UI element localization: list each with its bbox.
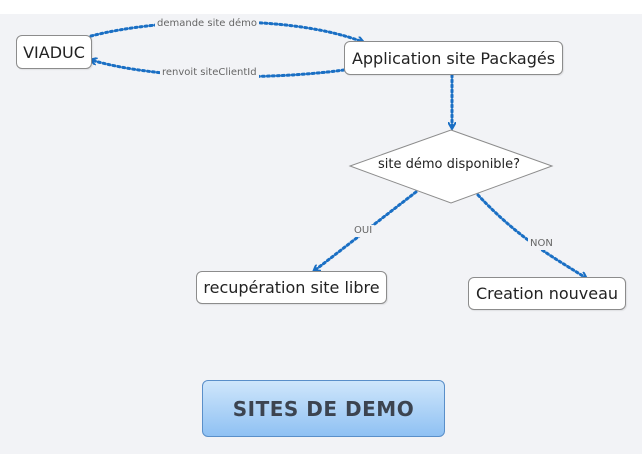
node-application[interactable]: Application site Packagés — [344, 41, 563, 75]
node-recuperation-label: recupération site libre — [203, 278, 380, 297]
node-viaduc[interactable]: VIADUC — [16, 35, 92, 69]
node-recuperation[interactable]: recupération site libre — [196, 271, 387, 304]
central-topic-label: SITES DE DEMO — [232, 396, 415, 421]
node-creation[interactable]: Creation nouveau — [468, 277, 626, 310]
node-application-label: Application site Packagés — [351, 48, 556, 68]
decision-label: site démo disponible? — [378, 157, 521, 172]
node-creation-label: Creation nouveau — [475, 284, 619, 303]
edge-label-no: NON — [528, 238, 555, 250]
edge-label-response: renvoit siteClientId — [160, 67, 259, 79]
edge-label-yes: OUI — [352, 225, 375, 237]
top-band — [0, 0, 642, 14]
decision-diamond — [348, 129, 554, 204]
central-topic[interactable]: SITES DE DEMO — [202, 380, 445, 437]
edge-label-request: demande site démo — [155, 18, 259, 30]
edge-no — [476, 193, 586, 278]
node-viaduc-label: VIADUC — [23, 42, 85, 62]
